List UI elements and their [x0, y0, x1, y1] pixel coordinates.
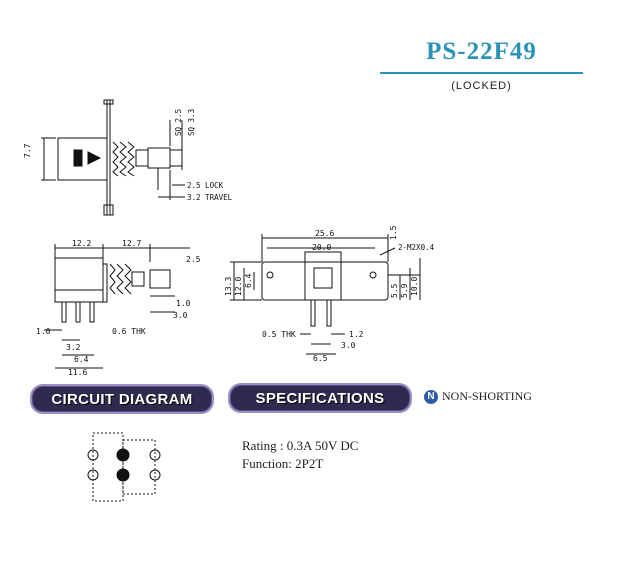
top-view-drawing — [41, 99, 185, 216]
circuit-diagram-label: CIRCUIT DIAGRAM — [51, 390, 193, 408]
spec-rating: Rating : 0.3A 50V DC — [242, 438, 359, 453]
dim-lock: 2.5 LOCK — [187, 181, 224, 190]
dim-pin-gap: 1.0 — [176, 299, 191, 308]
dim-left-offset: 1.0 — [36, 327, 51, 336]
dim-width-inner: 20.0 — [312, 243, 331, 252]
dim-holes: 2-M2X0.4 — [398, 243, 435, 252]
dim-right-1: 5.5 — [390, 283, 399, 298]
dim-stem-length: 12.7 — [122, 239, 141, 248]
dim-width-outer: 25.6 — [315, 229, 334, 238]
dim-sq-inner: SQ 2.5 — [174, 109, 183, 136]
side-view-drawing — [44, 244, 190, 369]
specifications-label: SPECIFICATIONS — [255, 389, 385, 407]
dim-body-length: 12.2 — [72, 239, 91, 248]
dim-pitch-double: 6.4 — [74, 355, 89, 364]
dim-height-inner: 6.4 — [244, 273, 253, 288]
dim-front-thk: 0.5 THK — [262, 330, 296, 339]
specifications-header: SPECIFICATIONS — [228, 383, 412, 413]
dim-pin-total: 6.5 — [313, 354, 328, 363]
dim-total-width: 11.6 — [68, 368, 87, 377]
circuit-diagram-header: CIRCUIT DIAGRAM — [30, 384, 214, 414]
dim-height-mid: 12.0 — [234, 277, 243, 296]
non-shorting-badge-icon: N — [424, 389, 438, 404]
dim-height-outer: 13.3 — [224, 277, 233, 296]
dim-pitch: 3.2 — [66, 343, 81, 352]
spec-function: Function: 2P2T — [242, 456, 324, 471]
dim-travel: 3.2 TRAVEL — [187, 193, 233, 202]
dim-right-3: 10.0 — [410, 277, 419, 296]
dim-side-thk: 0.6 THK — [112, 327, 146, 336]
dim-tip: 2.5 — [186, 255, 201, 264]
dim-pin-space: 3.0 — [341, 341, 356, 350]
front-view-drawing — [230, 234, 421, 355]
part-number-title: PS-22F49 — [426, 38, 537, 65]
dim-pin-length: 3.0 — [173, 311, 188, 320]
dim-sq-outer: SQ 3.3 — [187, 109, 196, 136]
non-shorting-tag: N NON-SHORTING — [424, 389, 532, 404]
dim-right-2: 5.9 — [400, 283, 409, 298]
title-underline — [380, 72, 583, 74]
dim-height: 7.7 — [23, 143, 32, 158]
lock-type-subtitle: (LOCKED) — [451, 80, 512, 92]
non-shorting-label: NON-SHORTING — [442, 389, 532, 403]
dim-hole-top: 1.5 — [389, 225, 398, 240]
dim-pin-width: 1.2 — [349, 330, 364, 339]
circuit-diagram — [87, 432, 161, 502]
